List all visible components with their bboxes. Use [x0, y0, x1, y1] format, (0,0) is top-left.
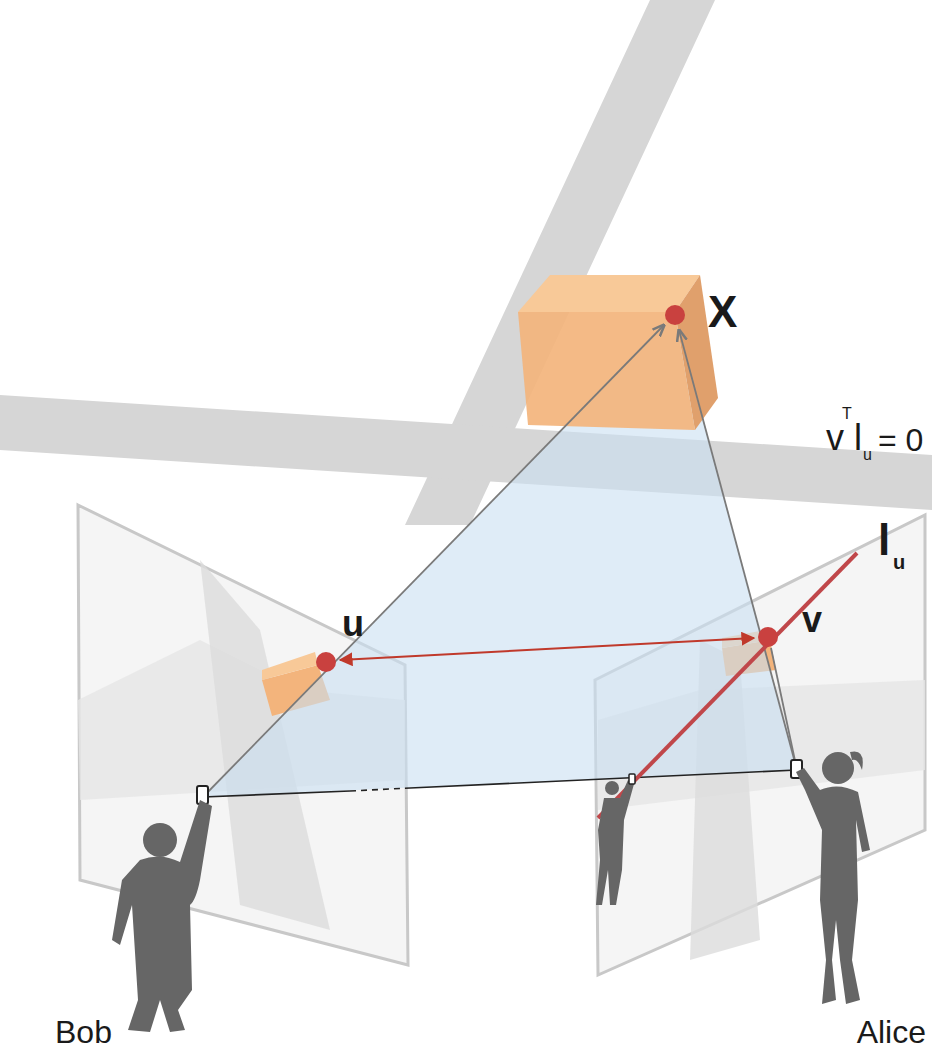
- person-name: Alice: [857, 1016, 926, 1048]
- baseline: [350, 788, 410, 791]
- point-label: X: [708, 290, 737, 334]
- epipolar-line: [598, 553, 857, 818]
- ceiling-beam: [0, 395, 932, 510]
- point-label: u: [342, 606, 364, 642]
- point-u: [316, 652, 336, 672]
- equation-subscript: u: [863, 447, 872, 463]
- projection-ray: [203, 325, 664, 797]
- box-3d: [518, 312, 695, 430]
- person-name: Bob: [55, 1016, 112, 1048]
- baseline: [203, 791, 350, 797]
- point-v: [758, 627, 778, 647]
- equation-part: l: [854, 420, 862, 456]
- projection-ray: [679, 330, 797, 770]
- equation-part: = 0: [878, 424, 923, 456]
- equation-superscript: T: [842, 406, 852, 422]
- line-label: l: [878, 518, 890, 562]
- line-subscript: u: [893, 552, 905, 572]
- box-image: [262, 652, 318, 680]
- correspondence-arrow: [340, 638, 754, 660]
- baseline: [410, 770, 797, 788]
- alice-silhouette: [796, 751, 870, 1004]
- bob-silhouette: [112, 800, 212, 1032]
- equation-part: v: [826, 420, 844, 456]
- point-label: v: [802, 602, 822, 638]
- projection-ray: [771, 648, 797, 770]
- epipole-figure: [596, 774, 635, 905]
- point-x: [665, 305, 685, 325]
